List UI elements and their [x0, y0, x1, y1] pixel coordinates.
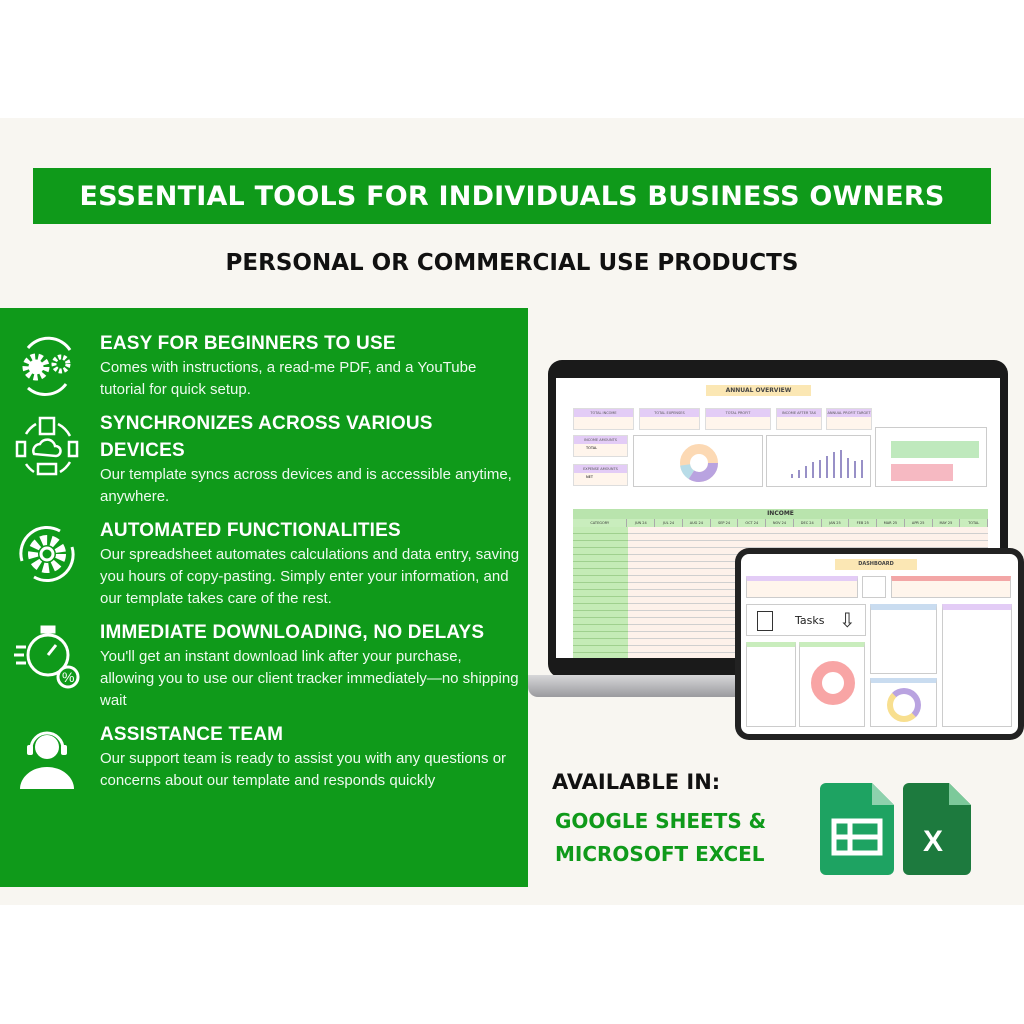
select-value: TOTAL [586, 446, 598, 450]
kpi-card: TOTAL INCOME [573, 408, 634, 430]
google-sheets-icon [820, 783, 894, 875]
kpi-label: TOTAL INCOME [574, 409, 633, 417]
tablet-mockup: DASHBOARD Tasks ⇩ [735, 548, 1024, 740]
select-value: NET [586, 475, 593, 479]
monthly-bar-chart [766, 435, 871, 487]
column-header: JUN 24 [627, 519, 656, 527]
google-sheets-label: GOOGLE SHEETS & [555, 809, 767, 833]
donut-chart [633, 435, 763, 487]
feature-item: % IMMEDIATE DOWNLOADING, NO DELAYS You'll… [0, 619, 528, 712]
microsoft-excel-label: MICROSOFT EXCEL [555, 842, 765, 866]
select-label: EXPENSE AMOUNTS [574, 465, 627, 473]
column-header: OCT 24 [738, 519, 767, 527]
kpi-label: TOTAL EXPENSES [640, 409, 699, 417]
column-header: FEB 25 [849, 519, 878, 527]
column-header: SEP 24 [711, 519, 739, 527]
feature-title: ASSISTANCE TEAM [100, 724, 284, 745]
feature-title: AUTOMATED FUNCTIONALITIES [100, 520, 401, 541]
stopwatch-percent-icon: % [14, 625, 80, 689]
feature-item: AUTOMATED FUNCTIONALITIES Our spreadsheet… [0, 517, 528, 610]
feature-item: ASSISTANCE TEAM Our support team is ready… [0, 721, 528, 792]
svg-text:%: % [62, 669, 74, 685]
kpi-label: TOTAL PROFIT [706, 409, 770, 417]
column-header: DEC 24 [794, 519, 822, 527]
support-agent-icon [20, 731, 74, 789]
arrow-down-icon: ⇩ [839, 608, 856, 632]
feature-title: SYNCHRONIZES ACROSS VARIOUS DEVICES [100, 413, 433, 461]
column-header: JAN 25 [822, 519, 850, 527]
feature-text: Our spreadsheet automates calculations a… [100, 546, 520, 607]
sheet-title: ANNUAL OVERVIEW [706, 385, 811, 396]
gears-cycle-icon [22, 336, 72, 396]
kpi-label: INCOME AFTER TAX [777, 409, 821, 417]
tasks-card[interactable]: Tasks ⇩ [746, 604, 866, 636]
profit-bar-chart [875, 427, 987, 487]
kpi-label: ANNUAL PROFIT TARGET [827, 409, 871, 417]
select-label: INCOME AMOUNTS [574, 436, 627, 444]
calendar-icon [862, 576, 886, 598]
cloud-devices-sync-icon [15, 416, 79, 476]
kpi-card: ANNUAL PROFIT TARGET [826, 408, 872, 430]
dashboard-sheet: DASHBOARD Tasks ⇩ [741, 554, 1018, 734]
features-panel: EASY FOR BEGINNERS TO USE Comes with inst… [0, 308, 528, 887]
income-amounts-select[interactable]: INCOME AMOUNTS TOTAL [573, 435, 628, 457]
column-header: AUG 24 [683, 519, 711, 527]
feature-text: Our template syncs across devices and is… [100, 466, 512, 505]
feature-text: Our support team is ready to assist you … [100, 750, 507, 789]
feature-title: EASY FOR BEGINNERS TO USE [100, 333, 396, 354]
column-header: TOTAL [960, 519, 989, 527]
feature-text: You'll get an instant download link afte… [100, 648, 519, 709]
microsoft-excel-icon: X [903, 783, 971, 875]
main-title: ESSENTIAL TOOLS FOR INDIVIDUALS BUSINESS… [33, 168, 991, 224]
laptop-base [528, 675, 758, 697]
column-header: MAR 25 [877, 519, 905, 527]
feature-item: SYNCHRONIZES ACROSS VARIOUS DEVICES Our t… [0, 410, 528, 508]
expense-amounts-select[interactable]: EXPENSE AMOUNTS NET [573, 464, 628, 486]
column-header: CATEGORY [573, 519, 628, 527]
available-in-label: AVAILABLE IN: [552, 770, 721, 794]
clipboard-icon [757, 611, 773, 631]
column-header: MAY 25 [933, 519, 961, 527]
column-header: APR 25 [905, 519, 933, 527]
gear-automation-icon [19, 525, 75, 583]
subtitle: PERSONAL OR COMMERCIAL USE PRODUCTS [225, 250, 799, 276]
feature-item: EASY FOR BEGINNERS TO USE Comes with inst… [0, 330, 528, 401]
tasks-label: Tasks [795, 614, 825, 627]
table-title: INCOME [573, 509, 988, 519]
kpi-card: TOTAL EXPENSES [639, 408, 700, 430]
kpi-card: INCOME AFTER TAX [776, 408, 822, 430]
column-header: JUL 24 [655, 519, 683, 527]
column-header: NOV 24 [766, 519, 794, 527]
feature-text: Comes with instructions, a read-me PDF, … [100, 359, 477, 398]
svg-text:X: X [923, 825, 943, 858]
feature-title: IMMEDIATE DOWNLOADING, NO DELAYS [100, 622, 485, 643]
dashboard-title: DASHBOARD [835, 559, 917, 570]
kpi-card: TOTAL PROFIT [705, 408, 771, 430]
